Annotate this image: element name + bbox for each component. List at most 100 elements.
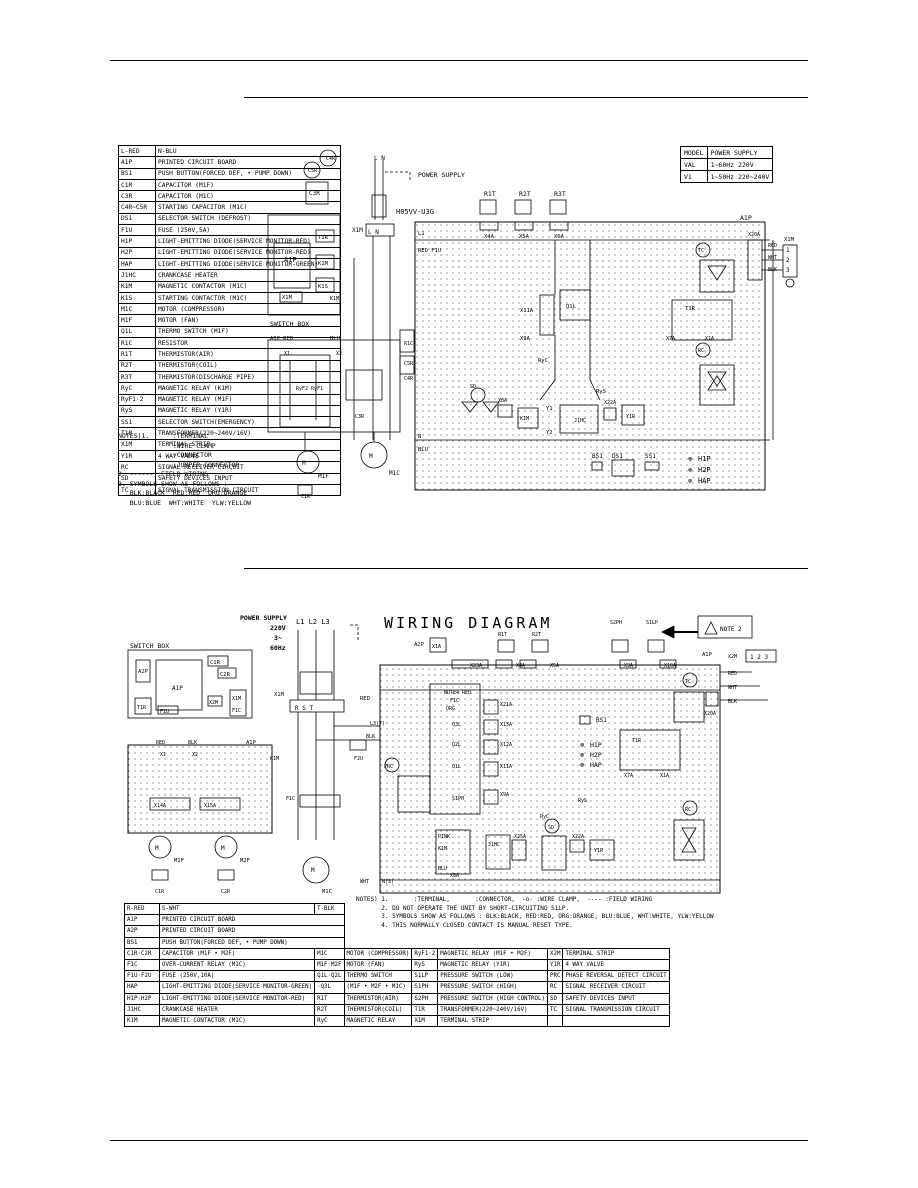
- svg-text:F1U: F1U: [160, 709, 169, 715]
- legend2-code: X1M: [411, 1014, 439, 1028]
- diagram1-notes: NOTES)1. :TERMINAL :WIRE CLAMP :CONNECTO…: [118, 432, 252, 507]
- svg-text:⊗: ⊗: [580, 761, 584, 769]
- legend-description: MAGNETIC RELAY (Y1R): [155, 404, 341, 418]
- svg-text:A2P: A2P: [138, 669, 149, 675]
- svg-text:X10A: X10A: [664, 663, 676, 669]
- svg-text:X4A: X4A: [516, 663, 525, 669]
- svg-text:RC: RC: [698, 348, 704, 354]
- legend-code: A1P: [118, 156, 156, 169]
- legend2-description: (M1F • M2F • M1C): [343, 981, 413, 994]
- svg-text:RED: RED: [728, 671, 737, 677]
- svg-text:POWER SUPPLY: POWER SUPPLY: [240, 614, 287, 622]
- legend2-code: X2M: [546, 947, 564, 960]
- svg-text:1: 1: [786, 247, 790, 254]
- svg-text:A1P: A1P: [172, 685, 183, 692]
- svg-text:⊗: ⊗: [580, 751, 584, 759]
- legend2-code: BS1: [124, 936, 160, 949]
- legend-code: BS1: [118, 167, 156, 180]
- svg-text:WHT: WHT: [360, 879, 369, 885]
- legend-code: H1P: [118, 235, 156, 248]
- legend-description: THERMISTOR(COIL): [155, 359, 341, 372]
- legend2-code: T1R: [411, 1003, 439, 1016]
- svg-text:R2T: R2T: [519, 190, 531, 198]
- legend2-code: R-RED: [124, 902, 160, 916]
- svg-text:Q2L: Q2L: [452, 742, 461, 748]
- legend2-description: MOTOR (FAN): [343, 958, 413, 972]
- legend-description: STARTING CAPACITOR (M1C): [155, 201, 341, 214]
- svg-text:X5A: X5A: [519, 234, 530, 240]
- legend2-code: S2PH: [411, 992, 439, 1005]
- legend2-description: MAGNETIC RELAY (Y1R): [437, 958, 548, 972]
- svg-text:X1A: X1A: [660, 773, 669, 779]
- svg-text:BLK: BLK: [768, 267, 777, 273]
- h2p-label-2: H2P: [590, 751, 602, 759]
- svg-text:TC: TC: [685, 679, 691, 685]
- legend2-code: RyS: [411, 958, 439, 972]
- legend-description: MOTOR (COMPRESSOR): [155, 303, 341, 316]
- legend2-code: F1U·F2U: [124, 970, 160, 983]
- legend2-code: H1P·H2P: [124, 992, 160, 1005]
- svg-text:F1C: F1C: [450, 698, 459, 704]
- legend-code: Q1L: [118, 325, 156, 339]
- legend2-description: SIGNAL RECEIVER CIRCUIT: [562, 981, 670, 994]
- legend2-description: SIGNAL TRANSMISSION CIRCUIT: [562, 1003, 670, 1016]
- h2p-label-1: H2P: [698, 466, 711, 474]
- legend2-description: PRINTED CIRCUIT BOARD: [159, 914, 345, 927]
- svg-text:X14A: X14A: [154, 803, 166, 809]
- svg-text:Y2: Y2: [546, 430, 553, 436]
- switch-box-2: [127, 649, 253, 719]
- power-supply-label: POWER SUPPLY: [418, 171, 465, 179]
- legend-code: SS1: [118, 416, 156, 429]
- svg-text:L1: L1: [418, 231, 425, 237]
- m1f-label-2: M1F: [174, 858, 184, 864]
- legend2-description: CAPACITOR (M1F • M2F): [158, 947, 316, 960]
- legend-code: C4R~C5R: [118, 201, 156, 214]
- legend-code: C1R: [118, 178, 156, 192]
- legend2-code: SD: [546, 992, 564, 1005]
- legend-code: HAP: [118, 257, 156, 271]
- legend2-code: RyF1·2: [411, 947, 439, 960]
- svg-text:X21A: X21A: [500, 702, 512, 708]
- svg-text:Q1L: Q1L: [566, 304, 577, 310]
- legend2-description: FUSE (250V,10A): [158, 970, 316, 983]
- legend-description: THERMISTOR(DISCHARGE PIPE): [155, 370, 341, 384]
- legend2-code: RC: [546, 981, 564, 994]
- svg-text:X1M: X1M: [352, 227, 363, 234]
- legend2-description: PRESSURE SWITCH (HIGH CONTROL): [437, 992, 548, 1005]
- legend2-code: M1C: [314, 947, 345, 960]
- legend2-code: PRC: [546, 970, 564, 983]
- svg-text:BLU: BLU: [438, 866, 447, 872]
- svg-text:RED: RED: [768, 243, 777, 249]
- svg-text:C5R: C5R: [404, 361, 414, 367]
- legend2-description: PHASE REVERSAL DETECT CIRCUIT: [562, 970, 670, 983]
- svg-text:X11A: X11A: [500, 764, 512, 770]
- svg-text:Y1R: Y1R: [626, 414, 636, 420]
- legend-description: N-BLU: [155, 144, 341, 158]
- legend2-description: PUSH BUTTON(FORCED DEF, • PUMP DOWN): [159, 936, 345, 949]
- svg-text:RyC: RyC: [538, 358, 548, 364]
- legend2-color-t: T-BLK: [314, 902, 345, 916]
- svg-text:3~: 3~: [274, 634, 282, 642]
- legend-code: J1HC: [118, 269, 156, 282]
- svg-text:F1C: F1C: [286, 796, 295, 802]
- a1p-label-2a: A1P: [246, 740, 257, 746]
- svg-text:X20A: X20A: [704, 711, 716, 717]
- svg-text:X7A: X7A: [624, 773, 633, 779]
- legend-code: L-RED: [118, 144, 156, 158]
- legend-code: M1C: [118, 303, 156, 316]
- svg-text:X8A: X8A: [498, 398, 507, 404]
- svg-text:X1A: X1A: [705, 336, 714, 342]
- legend2-code: S1LP: [411, 970, 439, 983]
